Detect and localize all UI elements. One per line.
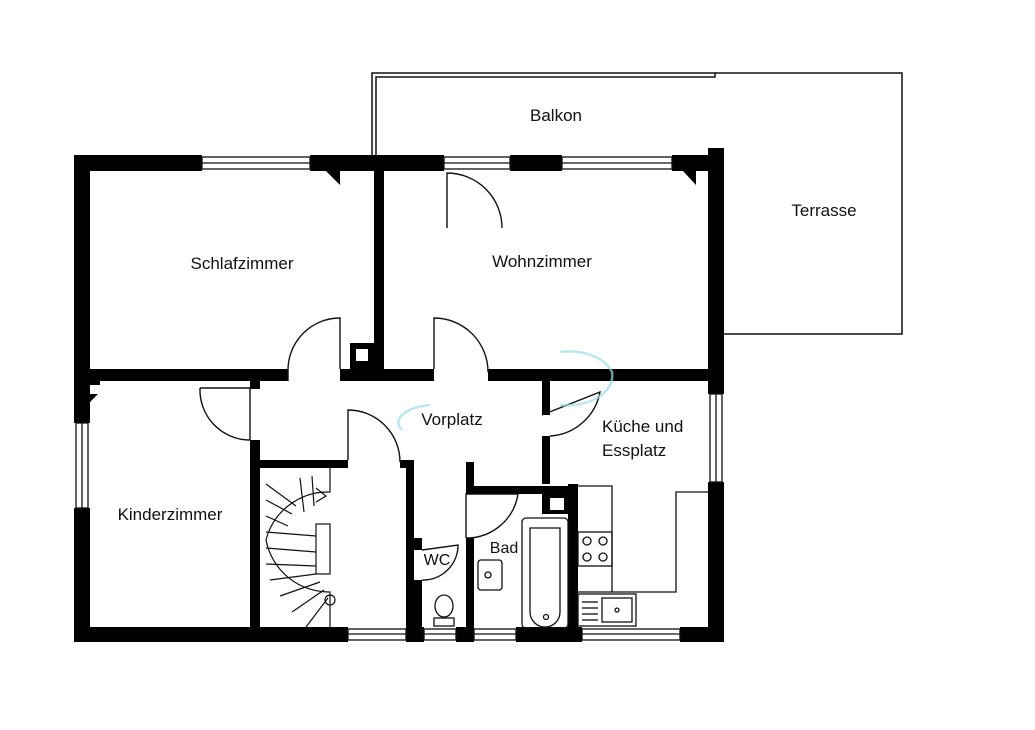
balcony-outline — [371, 72, 903, 335]
label-wohnzimmer: Wohnzimmer — [492, 252, 592, 271]
interior-walls — [90, 168, 708, 630]
label-kueche-line2: Essplatz — [602, 441, 666, 460]
label-kinderzimmer: Kinderzimmer — [118, 505, 223, 524]
watermark — [397, 350, 614, 431]
label-wc: WC — [424, 552, 451, 569]
kitchen-fixtures — [577, 485, 708, 627]
label-schlafzimmer: Schlafzimmer — [191, 254, 294, 273]
bath-fixtures — [433, 517, 569, 629]
label-bad: Bad — [490, 540, 518, 557]
label-balkon: Balkon — [530, 106, 582, 125]
label-terrasse: Terrasse — [791, 201, 856, 220]
staircase — [265, 468, 336, 628]
doors — [199, 172, 601, 581]
label-vorplatz: Vorplatz — [421, 410, 482, 429]
windows — [75, 156, 723, 641]
label-kueche-line1: Küche und — [602, 417, 683, 436]
vent-marks — [84, 171, 696, 408]
exterior-walls — [74, 148, 724, 642]
